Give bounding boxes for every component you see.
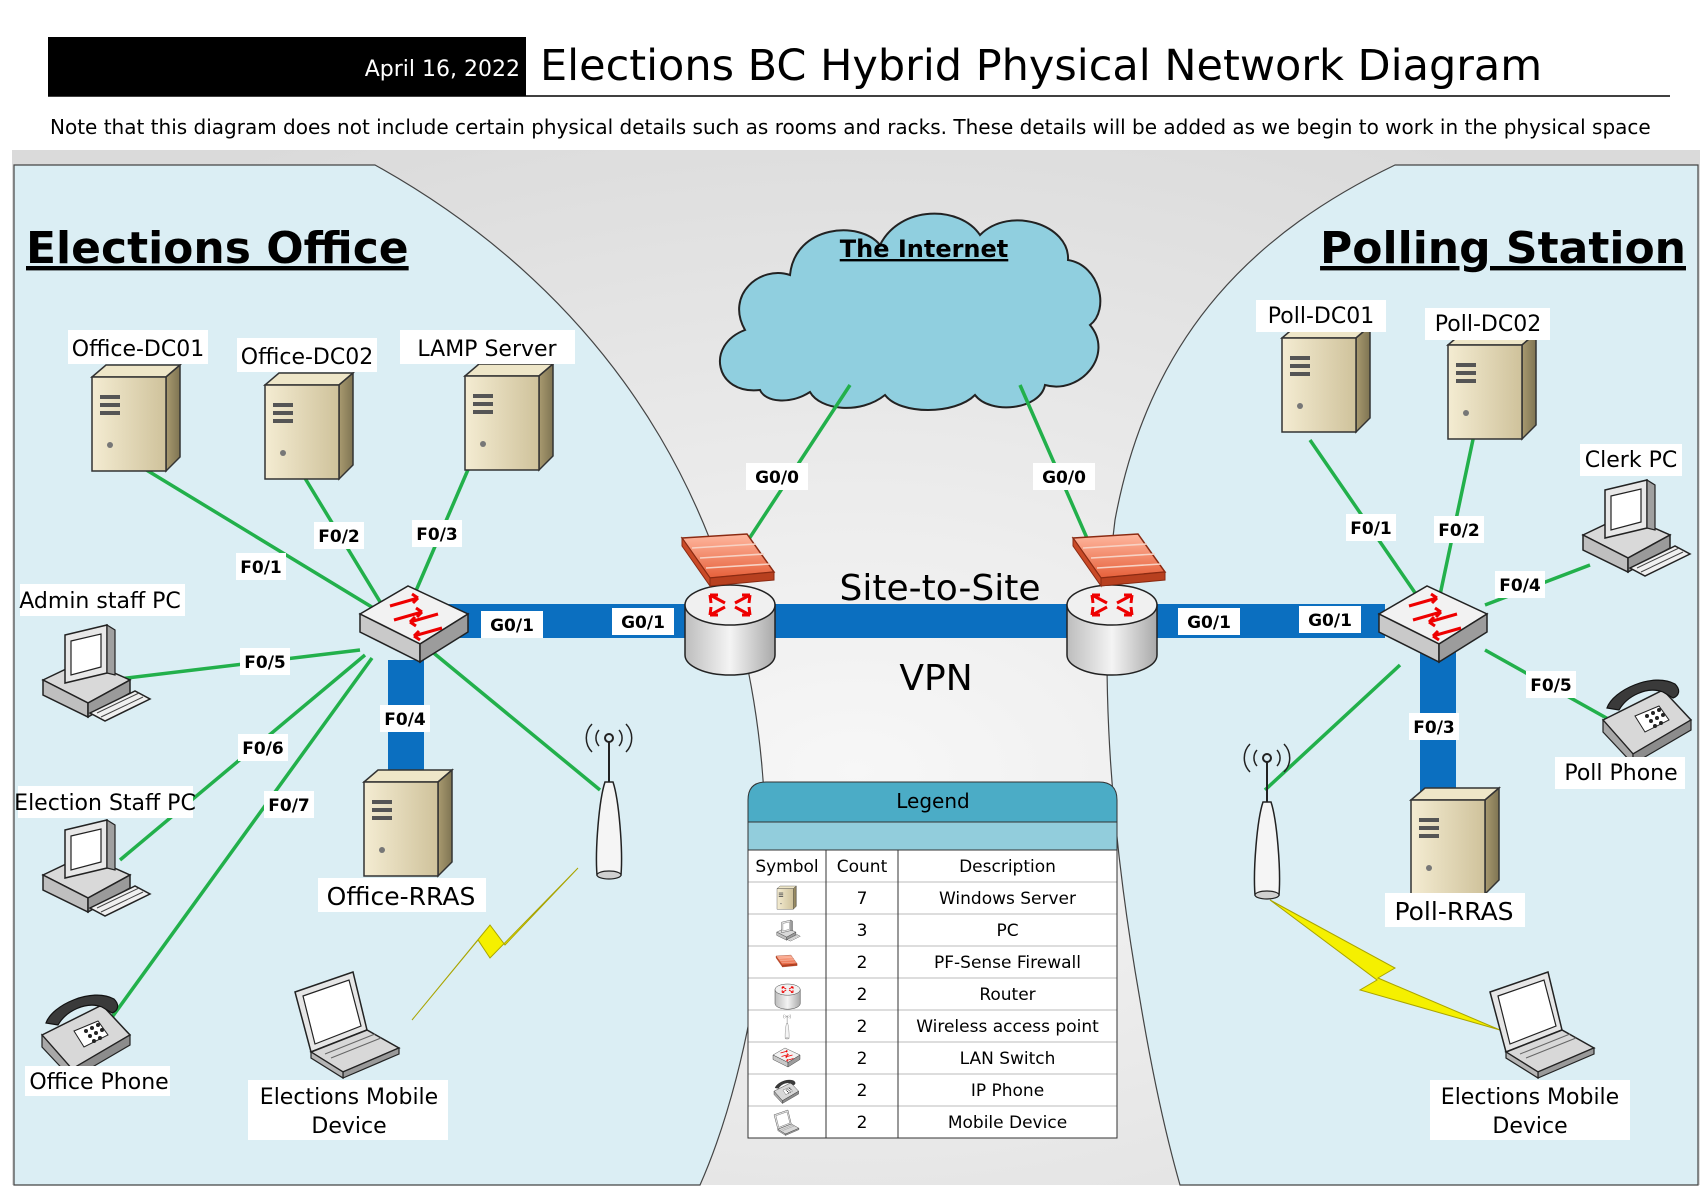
- poll-router-port-g00: G0/0: [1042, 468, 1086, 488]
- office-mobile-label-line1: Elections Mobile: [260, 1085, 438, 1110]
- lamp-server-icon: [464, 363, 554, 471]
- legend-description: Windows Server: [939, 889, 1076, 909]
- poll-switch-port-g01: G0/1: [1308, 611, 1352, 631]
- clerk-pc-label: Clerk PC: [1585, 448, 1677, 473]
- admin-pc-label: Admin staff PC: [19, 589, 180, 614]
- elections-office-title: Elections Office: [26, 223, 409, 274]
- legend-count: 2: [857, 953, 868, 973]
- legend-description: Wireless access point: [916, 1017, 1099, 1037]
- office-dc01-server-icon: [91, 364, 181, 472]
- legend-description: Router: [979, 985, 1035, 1005]
- legend-title: Legend: [896, 789, 969, 813]
- poll-port-f01: F0/1: [1350, 519, 1391, 539]
- poll-router-icon: [1065, 583, 1159, 677]
- polling-station-title: Polling Station: [1320, 223, 1686, 274]
- office-port-f02: F0/2: [318, 527, 359, 547]
- legend-server-icon: [776, 885, 797, 910]
- office-port-f06: F0/6: [242, 739, 283, 759]
- poll-port-f05: F0/5: [1530, 676, 1571, 696]
- header-note: Note that this diagram does not include …: [50, 115, 1651, 139]
- legend-description: Mobile Device: [948, 1113, 1067, 1133]
- office-port-f07: F0/7: [268, 796, 309, 816]
- poll-port-f04: F0/4: [1499, 576, 1541, 596]
- office-router-port-g01: G0/1: [621, 613, 665, 633]
- office-port-f03: F0/3: [416, 525, 457, 545]
- legend-router-icon: [774, 983, 801, 1010]
- legend-header-1: Count: [837, 857, 888, 877]
- legend-count: 2: [857, 1049, 868, 1069]
- poll-dc02-label: Poll-DC02: [1435, 312, 1541, 337]
- poll-mobile-label-line2: Device: [1492, 1114, 1567, 1139]
- office-router-port-g00: G0/0: [755, 468, 799, 488]
- office-dc01-label: Office-DC01: [72, 337, 204, 362]
- lamp-server-label: LAMP Server: [417, 337, 557, 362]
- legend-header-2: Description: [959, 857, 1056, 877]
- office-wireless-bolt: [411, 867, 579, 1021]
- office-port-f01: F0/1: [240, 558, 281, 578]
- poll-dc02-server-icon: [1447, 332, 1537, 440]
- page-title: Elections BC Hybrid Physical Network Dia…: [540, 41, 1542, 91]
- poll-router-port-g01: G0/1: [1187, 613, 1231, 633]
- office-phone-label: Office Phone: [29, 1070, 168, 1095]
- legend-count: 7: [857, 889, 868, 909]
- internet-cloud: [718, 212, 1102, 411]
- office-rras-server-icon: [363, 769, 453, 877]
- poll-rras-server-icon: [1410, 787, 1500, 895]
- legend-count: 2: [857, 985, 868, 1005]
- legend-description: LAN Switch: [960, 1049, 1056, 1069]
- poll-phone-label: Poll Phone: [1564, 761, 1677, 786]
- legend-description: PF-Sense Firewall: [934, 953, 1081, 973]
- office-switch-port-g01: G0/1: [490, 616, 534, 636]
- header-date-bar: [48, 37, 526, 96]
- legend-description: PC: [996, 921, 1018, 941]
- election-pc-label: Election Staff PC: [14, 791, 196, 816]
- legend-count: 3: [857, 921, 868, 941]
- legend: Legend Symbol Count Description 7 Windows Se…: [747, 781, 1118, 1139]
- site-to-site-vpn-trunk: [775, 604, 1075, 638]
- poll-port-f03: F0/3: [1413, 718, 1454, 738]
- office-dc02-server-icon: [264, 372, 354, 480]
- office-rras-label: Office-RRAS: [327, 882, 476, 911]
- vpn-label-line2: VPN: [899, 658, 972, 699]
- office-mobile-label-line2: Device: [311, 1114, 386, 1139]
- office-port-f04: F0/4: [384, 710, 426, 730]
- poll-mobile-label-line1: Elections Mobile: [1441, 1085, 1619, 1110]
- legend-table: Symbol Count Description 7 Windows Server 3 PC…: [747, 849, 1118, 1139]
- port-labels: F0/1 F0/2 F0/3 F0/4 F0/5 F0/6 F0/7 G0/1 …: [236, 463, 1576, 818]
- poll-port-f02: F0/2: [1438, 521, 1479, 541]
- internet-label: The Internet: [840, 235, 1009, 263]
- office-router-icon: [683, 583, 777, 677]
- legend-count: 2: [857, 1017, 868, 1037]
- vpn-label-line1: Site-to-Site: [839, 568, 1040, 609]
- poll-rras-label: Poll-RRAS: [1394, 897, 1513, 926]
- device-labels: Office-DC01 Office-DC02 LAMP Server Admi…: [14, 300, 1685, 1140]
- office-dc02-label: Office-DC02: [241, 345, 373, 370]
- office-port-f05: F0/5: [244, 653, 285, 673]
- legend-count: 2: [857, 1113, 868, 1133]
- header-date: April 16, 2022: [365, 57, 520, 82]
- legend-count: 2: [857, 1081, 868, 1101]
- poll-dc01-server-icon: [1281, 325, 1371, 433]
- poll-dc01-label: Poll-DC01: [1268, 304, 1374, 329]
- legend-header-0: Symbol: [755, 857, 818, 877]
- legend-description: IP Phone: [971, 1081, 1044, 1101]
